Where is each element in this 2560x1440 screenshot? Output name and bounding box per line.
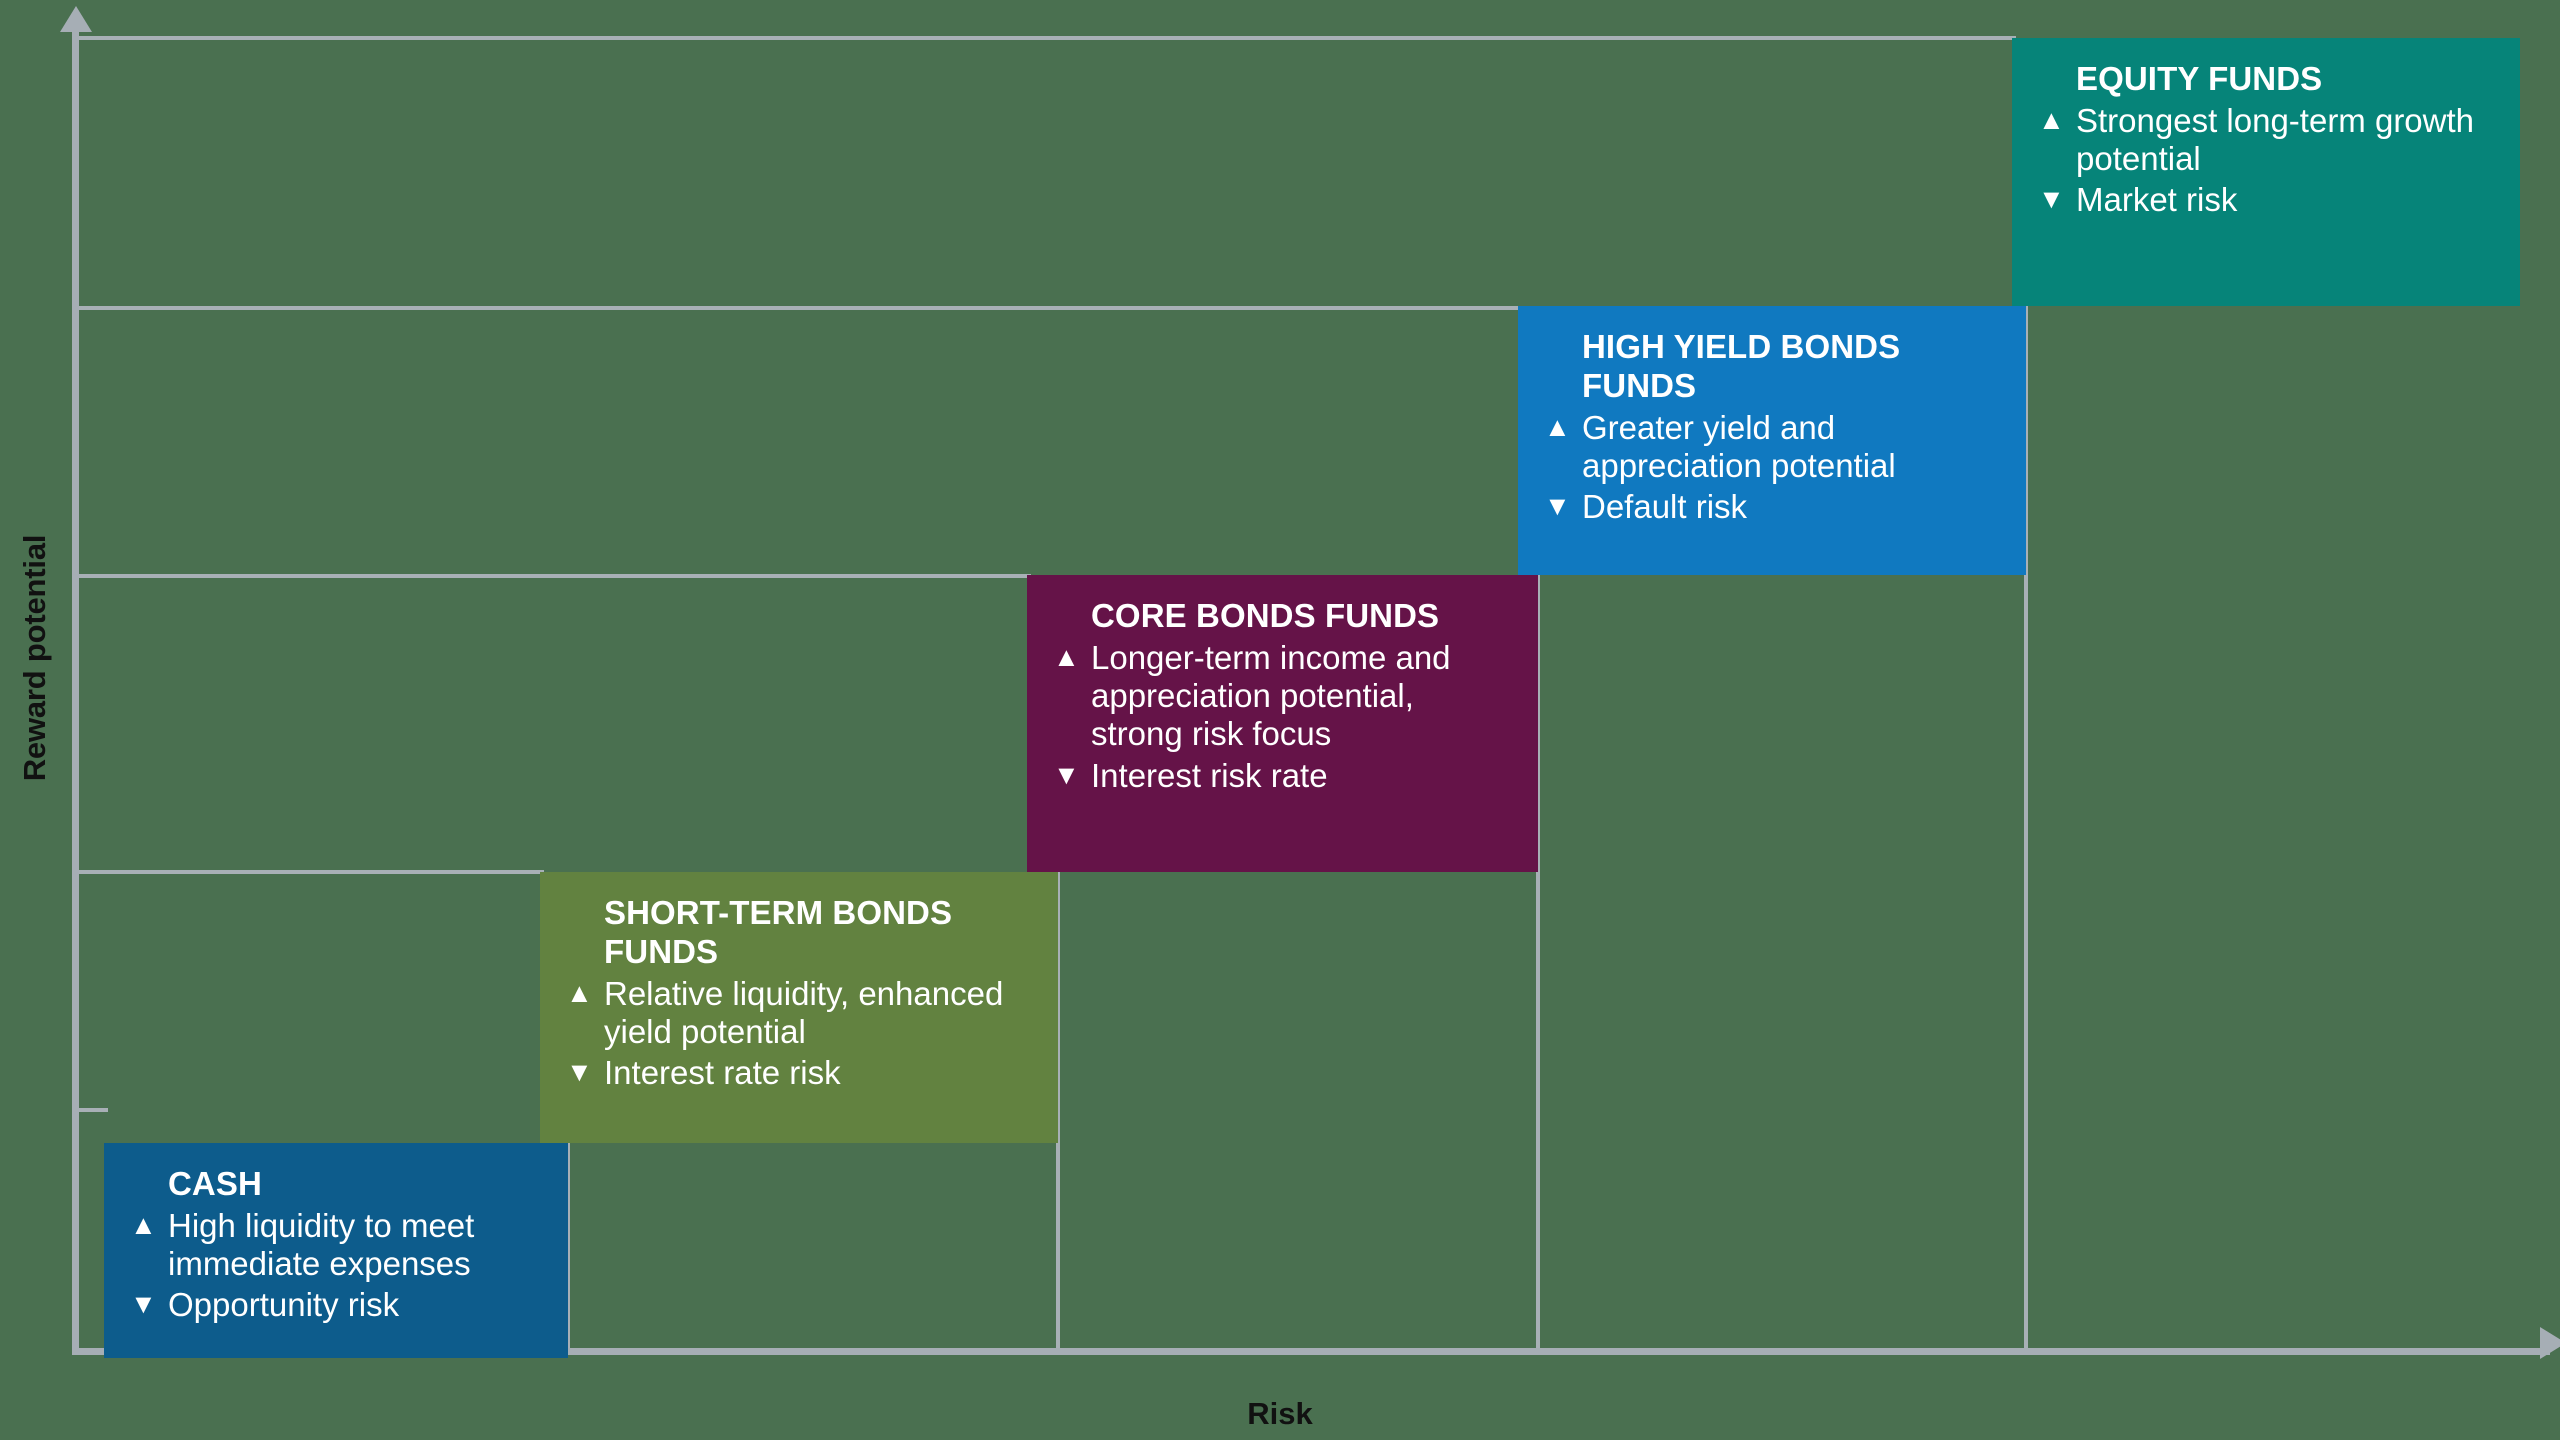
tier-card-short-term-bonds-funds[interactable]: SHORT-TERM BONDS FUNDS ▲ Relative liquidi…: [540, 872, 1058, 1143]
x-axis-title: Risk: [1247, 1396, 1313, 1431]
gridline-horizontal-5: [76, 36, 2016, 40]
tier-points-equity-funds: ▲ Strongest long-term growth potential ▼ M…: [2038, 102, 2494, 220]
gridline-horizontal-4: [76, 306, 1522, 310]
y-axis-title: Reward potential: [17, 534, 52, 782]
tier-pro-short-term-bonds-funds: ▲ Relative liquidity, enhanced yield pote…: [566, 975, 1032, 1052]
tier-pro-equity-funds: ▲ Strongest long-term growth potential: [2038, 102, 2494, 179]
tier-con-short-term-bonds-funds: ▼ Interest rate risk: [566, 1054, 1032, 1092]
y-axis-line: [72, 24, 79, 1354]
tier-points-cash: ▲ High liquidity to meet immediate expens…: [130, 1207, 542, 1325]
tier-con-cash: ▼ Opportunity risk: [130, 1286, 542, 1324]
triangle-up-icon: ▲: [130, 1209, 157, 1240]
triangle-up-icon: ▲: [2038, 104, 2065, 135]
tier-pro-text: High liquidity to meet immediate expense…: [168, 1206, 475, 1283]
x-axis-line: [72, 1348, 2550, 1355]
tier-con-text: Interest risk rate: [1091, 756, 1328, 794]
gridline-vertical-1: [566, 1143, 570, 1351]
tier-pro-cash: ▲ High liquidity to meet immediate expens…: [130, 1207, 542, 1284]
tier-con-high-yield-bonds-funds: ▼ Default risk: [1544, 488, 2000, 526]
tier-title-high-yield-bonds-funds: HIGH YIELD BONDS FUNDS: [1582, 328, 1901, 404]
tier-card-high-yield-bonds-funds[interactable]: HIGH YIELD BONDS FUNDS ▲ Greater yield an…: [1518, 306, 2026, 575]
triangle-down-icon: ▼: [1053, 759, 1080, 790]
tier-points-high-yield-bonds-funds: ▲ Greater yield and appreciation potentia…: [1544, 409, 2000, 527]
gridline-vertical-3: [1536, 575, 1540, 1351]
triangle-up-icon: ▲: [566, 977, 593, 1008]
triangle-up-icon: ▲: [1544, 411, 1571, 442]
tier-title-cash: CASH: [168, 1165, 262, 1202]
gridline-horizontal-3: [76, 574, 1031, 578]
tier-pro-high-yield-bonds-funds: ▲ Greater yield and appreciation potentia…: [1544, 409, 2000, 486]
y-axis-arrow-icon: [60, 6, 92, 32]
tier-con-text: Opportunity risk: [168, 1286, 400, 1324]
tier-pro-text: Strongest long-term growth potential: [2076, 101, 2475, 178]
tier-card-equity-funds[interactable]: EQUITY FUNDS ▲ Strongest long-term growth…: [2012, 38, 2520, 306]
triangle-down-icon: ▼: [130, 1289, 157, 1320]
tier-points-core-bonds-funds: ▲ Longer-term income and appreciation pot…: [1053, 639, 1512, 795]
triangle-down-icon: ▼: [2038, 184, 2065, 215]
tier-points-short-term-bonds-funds: ▲ Relative liquidity, enhanced yield pote…: [566, 975, 1032, 1093]
x-axis-arrow-icon: [2540, 1327, 2560, 1359]
gridline-horizontal-1: [76, 1108, 108, 1112]
tier-pro-core-bonds-funds: ▲ Longer-term income and appreciation pot…: [1053, 639, 1512, 754]
tier-con-text: Interest rate risk: [604, 1054, 841, 1092]
gridline-vertical-4: [2024, 306, 2028, 1351]
tier-title-equity-funds: EQUITY FUNDS: [2076, 60, 2323, 97]
tier-title-core-bonds-funds: CORE BONDS FUNDS: [1091, 597, 1440, 634]
tier-con-text: Default risk: [1582, 488, 1748, 526]
triangle-down-icon: ▼: [566, 1057, 593, 1088]
tier-con-text: Market risk: [2076, 181, 2238, 219]
tier-pro-text: Longer-term income and appreciation pote…: [1091, 638, 1451, 753]
tier-pro-text: Relative liquidity, enhanced yield poten…: [604, 974, 1004, 1051]
gridline-vertical-2: [1056, 872, 1060, 1351]
gridline-horizontal-2: [76, 870, 544, 874]
triangle-up-icon: ▲: [1053, 641, 1080, 672]
triangle-down-icon: ▼: [1544, 491, 1571, 522]
tier-con-core-bonds-funds: ▼ Interest risk rate: [1053, 757, 1512, 795]
tier-con-equity-funds: ▼ Market risk: [2038, 181, 2494, 219]
tier-title-short-term-bonds-funds: SHORT-TERM BONDS FUNDS: [604, 894, 953, 970]
tier-pro-text: Greater yield and appreciation potential: [1582, 408, 1896, 485]
tier-card-core-bonds-funds[interactable]: CORE BONDS FUNDS ▲ Longer-term income and…: [1027, 575, 1538, 872]
tier-card-cash[interactable]: CASH ▲ High liquidity to meet immediate e…: [104, 1143, 568, 1358]
